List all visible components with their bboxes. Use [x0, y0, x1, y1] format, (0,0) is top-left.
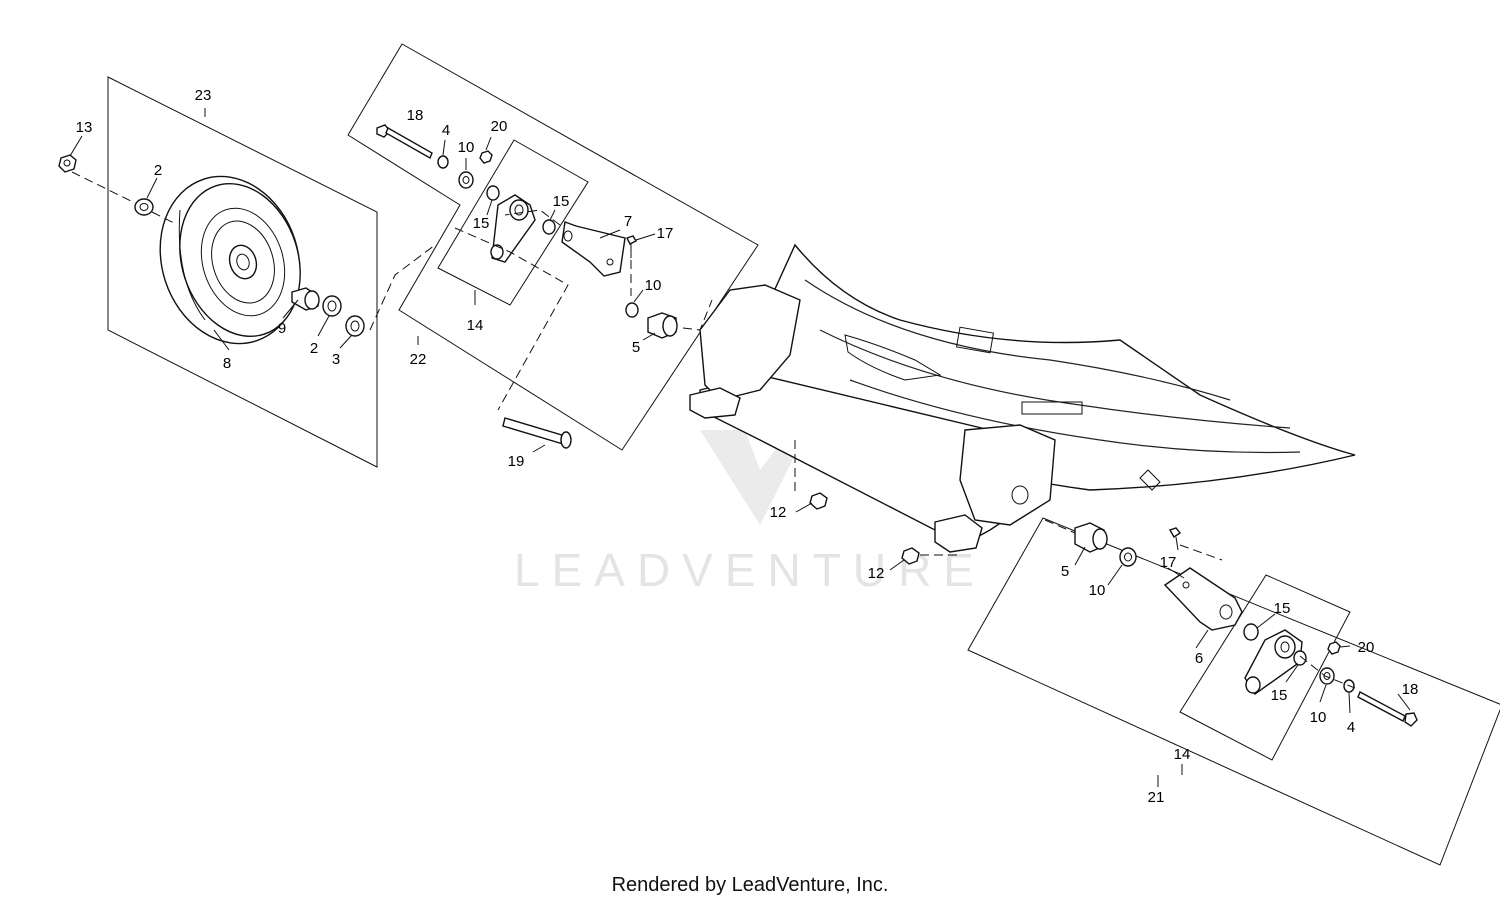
spacer-5-left	[647, 312, 678, 339]
watermark-logo	[700, 430, 800, 525]
group-box-22	[347, 43, 759, 451]
pin-19	[502, 417, 572, 449]
callout-19: 19	[508, 453, 525, 470]
nut-12-lower	[901, 547, 920, 565]
group-box-21	[967, 517, 1500, 866]
bushing-15-left-b	[542, 219, 556, 235]
callout-17: 17	[657, 225, 674, 242]
callout-21: 21	[1148, 789, 1165, 806]
callout-5: 5	[1061, 563, 1069, 580]
callout-18: 18	[407, 107, 424, 124]
callout-12: 12	[770, 504, 787, 521]
callout-15: 15	[1274, 600, 1291, 617]
callout-12: 12	[868, 565, 885, 582]
spacer-9	[291, 287, 320, 311]
spacer-5-right	[1074, 522, 1108, 553]
nut-20-right	[1327, 641, 1341, 655]
callout-18: 18	[1402, 681, 1419, 698]
callout-5: 5	[632, 339, 640, 356]
callout-7: 7	[624, 213, 632, 230]
bolt-18-left	[376, 124, 433, 160]
group-box-14-left	[437, 139, 589, 306]
wheel	[159, 175, 301, 345]
callout-13: 13	[76, 119, 93, 136]
mount-plate-6	[1163, 567, 1243, 631]
callout-20: 20	[491, 118, 508, 135]
washer-10-right	[1119, 547, 1137, 567]
callout-4: 4	[1347, 719, 1355, 736]
bushing-15-right	[1243, 623, 1259, 641]
callout-22: 22	[410, 351, 427, 368]
bolt-17-left	[626, 235, 637, 258]
callout-10: 10	[1310, 709, 1327, 726]
mower-deck	[689, 243, 1356, 553]
washer-10-left-b	[625, 302, 639, 318]
callout-14: 14	[1174, 746, 1191, 763]
callout-10: 10	[1089, 582, 1106, 599]
callout-6: 6	[1195, 650, 1203, 667]
nut-12-upper	[809, 492, 828, 510]
washer-2-outer	[134, 198, 154, 216]
group-box-23	[107, 76, 378, 468]
bushing-15-left	[486, 185, 500, 201]
callout-14: 14	[467, 317, 484, 334]
nut-20-left	[479, 150, 493, 164]
watermark-text: LEADVENTURE	[514, 544, 986, 596]
callout-2: 2	[154, 162, 162, 179]
callout-23: 23	[195, 87, 212, 104]
bushing-15-right-b	[1293, 650, 1307, 666]
washer-10-left	[458, 171, 474, 189]
callout-20: 20	[1358, 639, 1375, 656]
washer-2-inner	[322, 295, 342, 317]
callout-15: 15	[1271, 687, 1288, 704]
callout-17: 17	[1160, 554, 1177, 571]
callout-15: 15	[473, 215, 490, 232]
callout-2: 2	[310, 340, 318, 357]
callout-9: 9	[278, 320, 286, 337]
mount-plate-7	[561, 221, 626, 277]
footer-credit: Rendered by LeadVenture, Inc.	[611, 874, 889, 896]
callout-15: 15	[553, 193, 570, 210]
leaders	[69, 135, 1411, 714]
washer-10-right-b	[1319, 667, 1335, 685]
callout-10: 10	[458, 139, 475, 156]
pivot-arm-14-right	[1244, 629, 1303, 696]
bolt-18-right	[1357, 691, 1418, 727]
pivot-arm-14-left	[490, 194, 536, 263]
callout-4: 4	[442, 122, 450, 139]
bolt-17-right	[1168, 527, 1182, 551]
callout-10: 10	[645, 277, 662, 294]
washer-3	[345, 315, 365, 337]
watermark: LEADVENTURE	[514, 430, 986, 596]
callout-8: 8	[223, 355, 231, 372]
nut-13	[58, 154, 77, 173]
callout-3: 3	[332, 351, 340, 368]
washer-4-left	[437, 155, 449, 169]
callouts: 23 13 2 9 2 3 8 18 4 20 10 15 15 7 17 10…	[76, 87, 1419, 806]
